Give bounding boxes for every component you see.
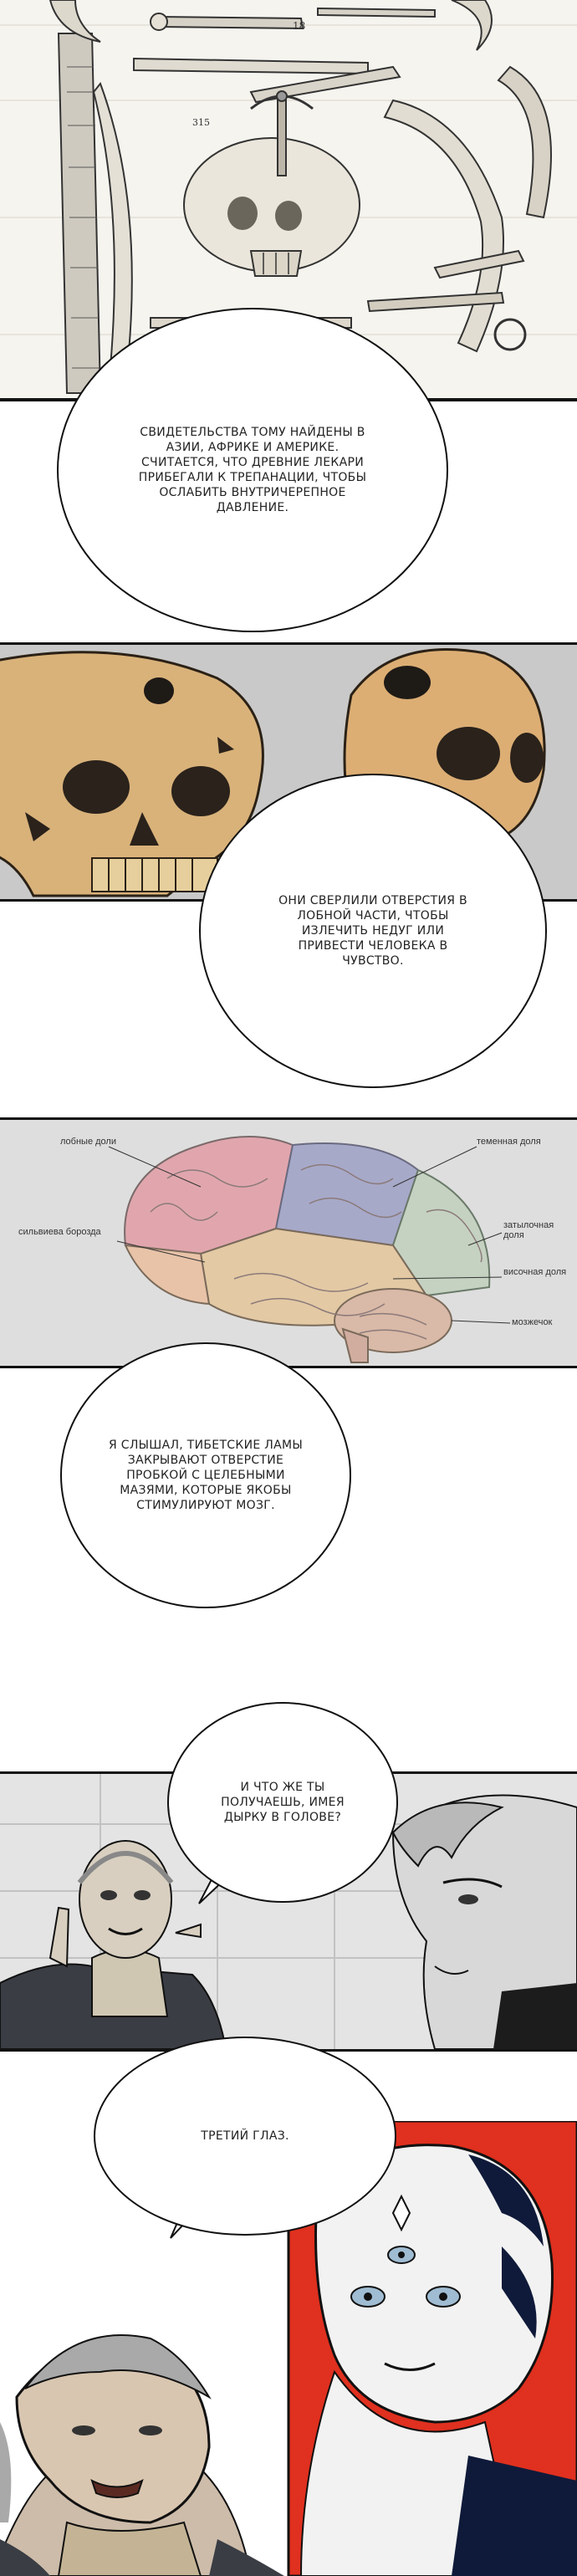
speech-text-4: И что же ты получаешь, имея дырку в голо… — [221, 1781, 345, 1824]
caption-bubble-1: Свидетельства тому найдены в Азии, Африк… — [57, 308, 448, 632]
brain-panel: лобные доли теменная доля сильвиева боро… — [0, 1117, 577, 1368]
label-occipital-lobe: затылочная доля — [503, 1220, 554, 1240]
caption-text-2: Они сверлили отверстия в лобной части, ч… — [278, 894, 467, 968]
caption-bubble-2: Они сверлили отверстия в лобной части, ч… — [199, 774, 547, 1088]
label-sylvian-fissure: сильвиева борозда — [18, 1227, 101, 1237]
caption-text-3: Я слышал, тибетские ламы закрывают отвер… — [108, 1439, 304, 1512]
caption-text-1: Свидетельства тому найдены в Азии, Африк… — [138, 426, 367, 514]
speech-bubble-5: Третий глаз. — [94, 2037, 396, 2236]
speech-text-5: Третий глаз. — [201, 2129, 289, 2143]
engraving-number-315: 315 — [192, 117, 210, 128]
caption-bubble-3: Я слышал, тибетские ламы закрывают отвер… — [60, 1342, 351, 1608]
speech-bubble-4: И что же ты получаешь, имея дырку в голо… — [167, 1702, 398, 1903]
label-parietal-lobe: теменная доля — [477, 1137, 541, 1147]
brain-diagram — [0, 1120, 577, 1366]
label-frontal-lobes: лобные доли — [60, 1137, 116, 1147]
label-cerebellum: мозжечок — [512, 1317, 553, 1327]
engraving-number-18: 18 — [293, 20, 305, 32]
label-temporal-lobe: височная доля — [503, 1267, 567, 1277]
